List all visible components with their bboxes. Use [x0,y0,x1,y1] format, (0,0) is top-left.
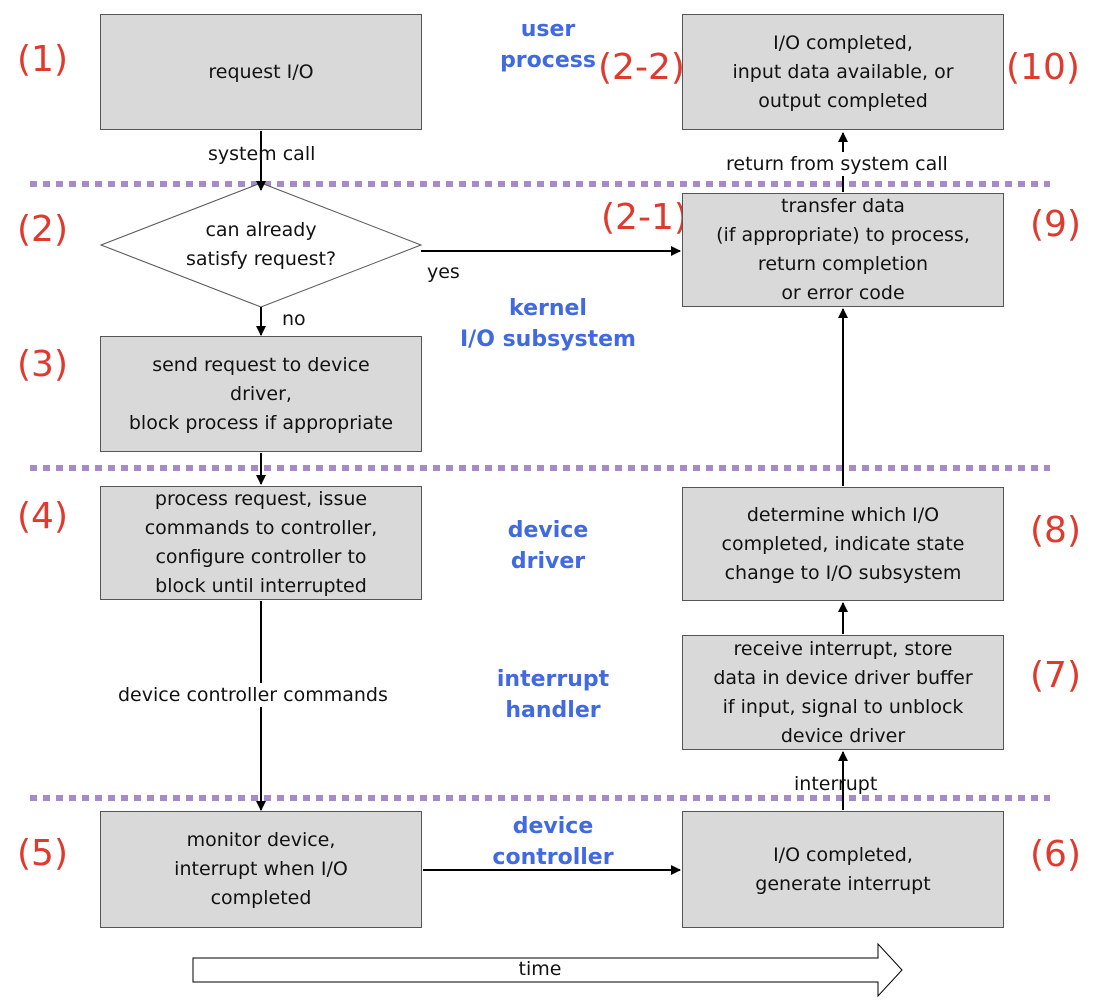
label-device-controller-commands: device controller commands [118,683,388,707]
layer-device-controller: device controller [492,814,614,870]
step-number-5: (5) [17,833,68,874]
label-return-from-system-call: return from system call [726,152,948,176]
decision-can-satisfy-request: can already satisfy request? [100,182,422,308]
label-system-call: system call [208,143,316,165]
step-number-4: (4) [17,496,68,537]
step-number-7: (7) [1030,655,1081,696]
step-number-9: (9) [1030,204,1081,245]
step-number-10: (10) [1006,47,1080,88]
box-io-completed-user: I/O completed, input data available, or … [682,14,1004,130]
time-arrow [192,942,903,998]
box-io-completed-generate-interrupt: I/O completed, generate interrupt [682,811,1004,928]
box-monitor-device: monitor device, interrupt when I/O compl… [100,811,422,928]
decision-label: can already satisfy request? [185,219,337,270]
step-number-2-1: (2-1) [601,197,688,238]
label-interrupt: interrupt [794,773,878,795]
box-process-request: process request, issue commands to contr… [100,486,422,600]
time-label: time [518,958,562,980]
box-transfer-data: transfer data (if appropriate) to proces… [682,193,1004,307]
box-determine-which-io: determine which I/O completed, indicate … [682,487,1004,601]
label-yes: yes [427,261,460,283]
step-number-2-2: (2-2) [598,47,685,88]
step-number-8: (8) [1030,510,1081,551]
box-receive-interrupt: receive interrupt, store data in device … [682,635,1004,750]
step-number-6: (6) [1030,834,1081,875]
step-number-3: (3) [17,344,68,385]
box-send-request-to-driver: send request to device driver, block pro… [100,336,422,452]
step-number-1: (1) [17,39,68,80]
step-number-2: (2) [17,209,68,250]
box-request-io: request I/O [100,14,422,130]
layer-kernel-io-subsystem: kernel I/O subsystem [460,296,636,352]
layer-device-driver: device driver [507,518,589,574]
layer-interrupt-handler: interrupt handler [496,667,610,723]
label-no: no [282,308,306,330]
layer-user-process: user process [500,17,596,73]
